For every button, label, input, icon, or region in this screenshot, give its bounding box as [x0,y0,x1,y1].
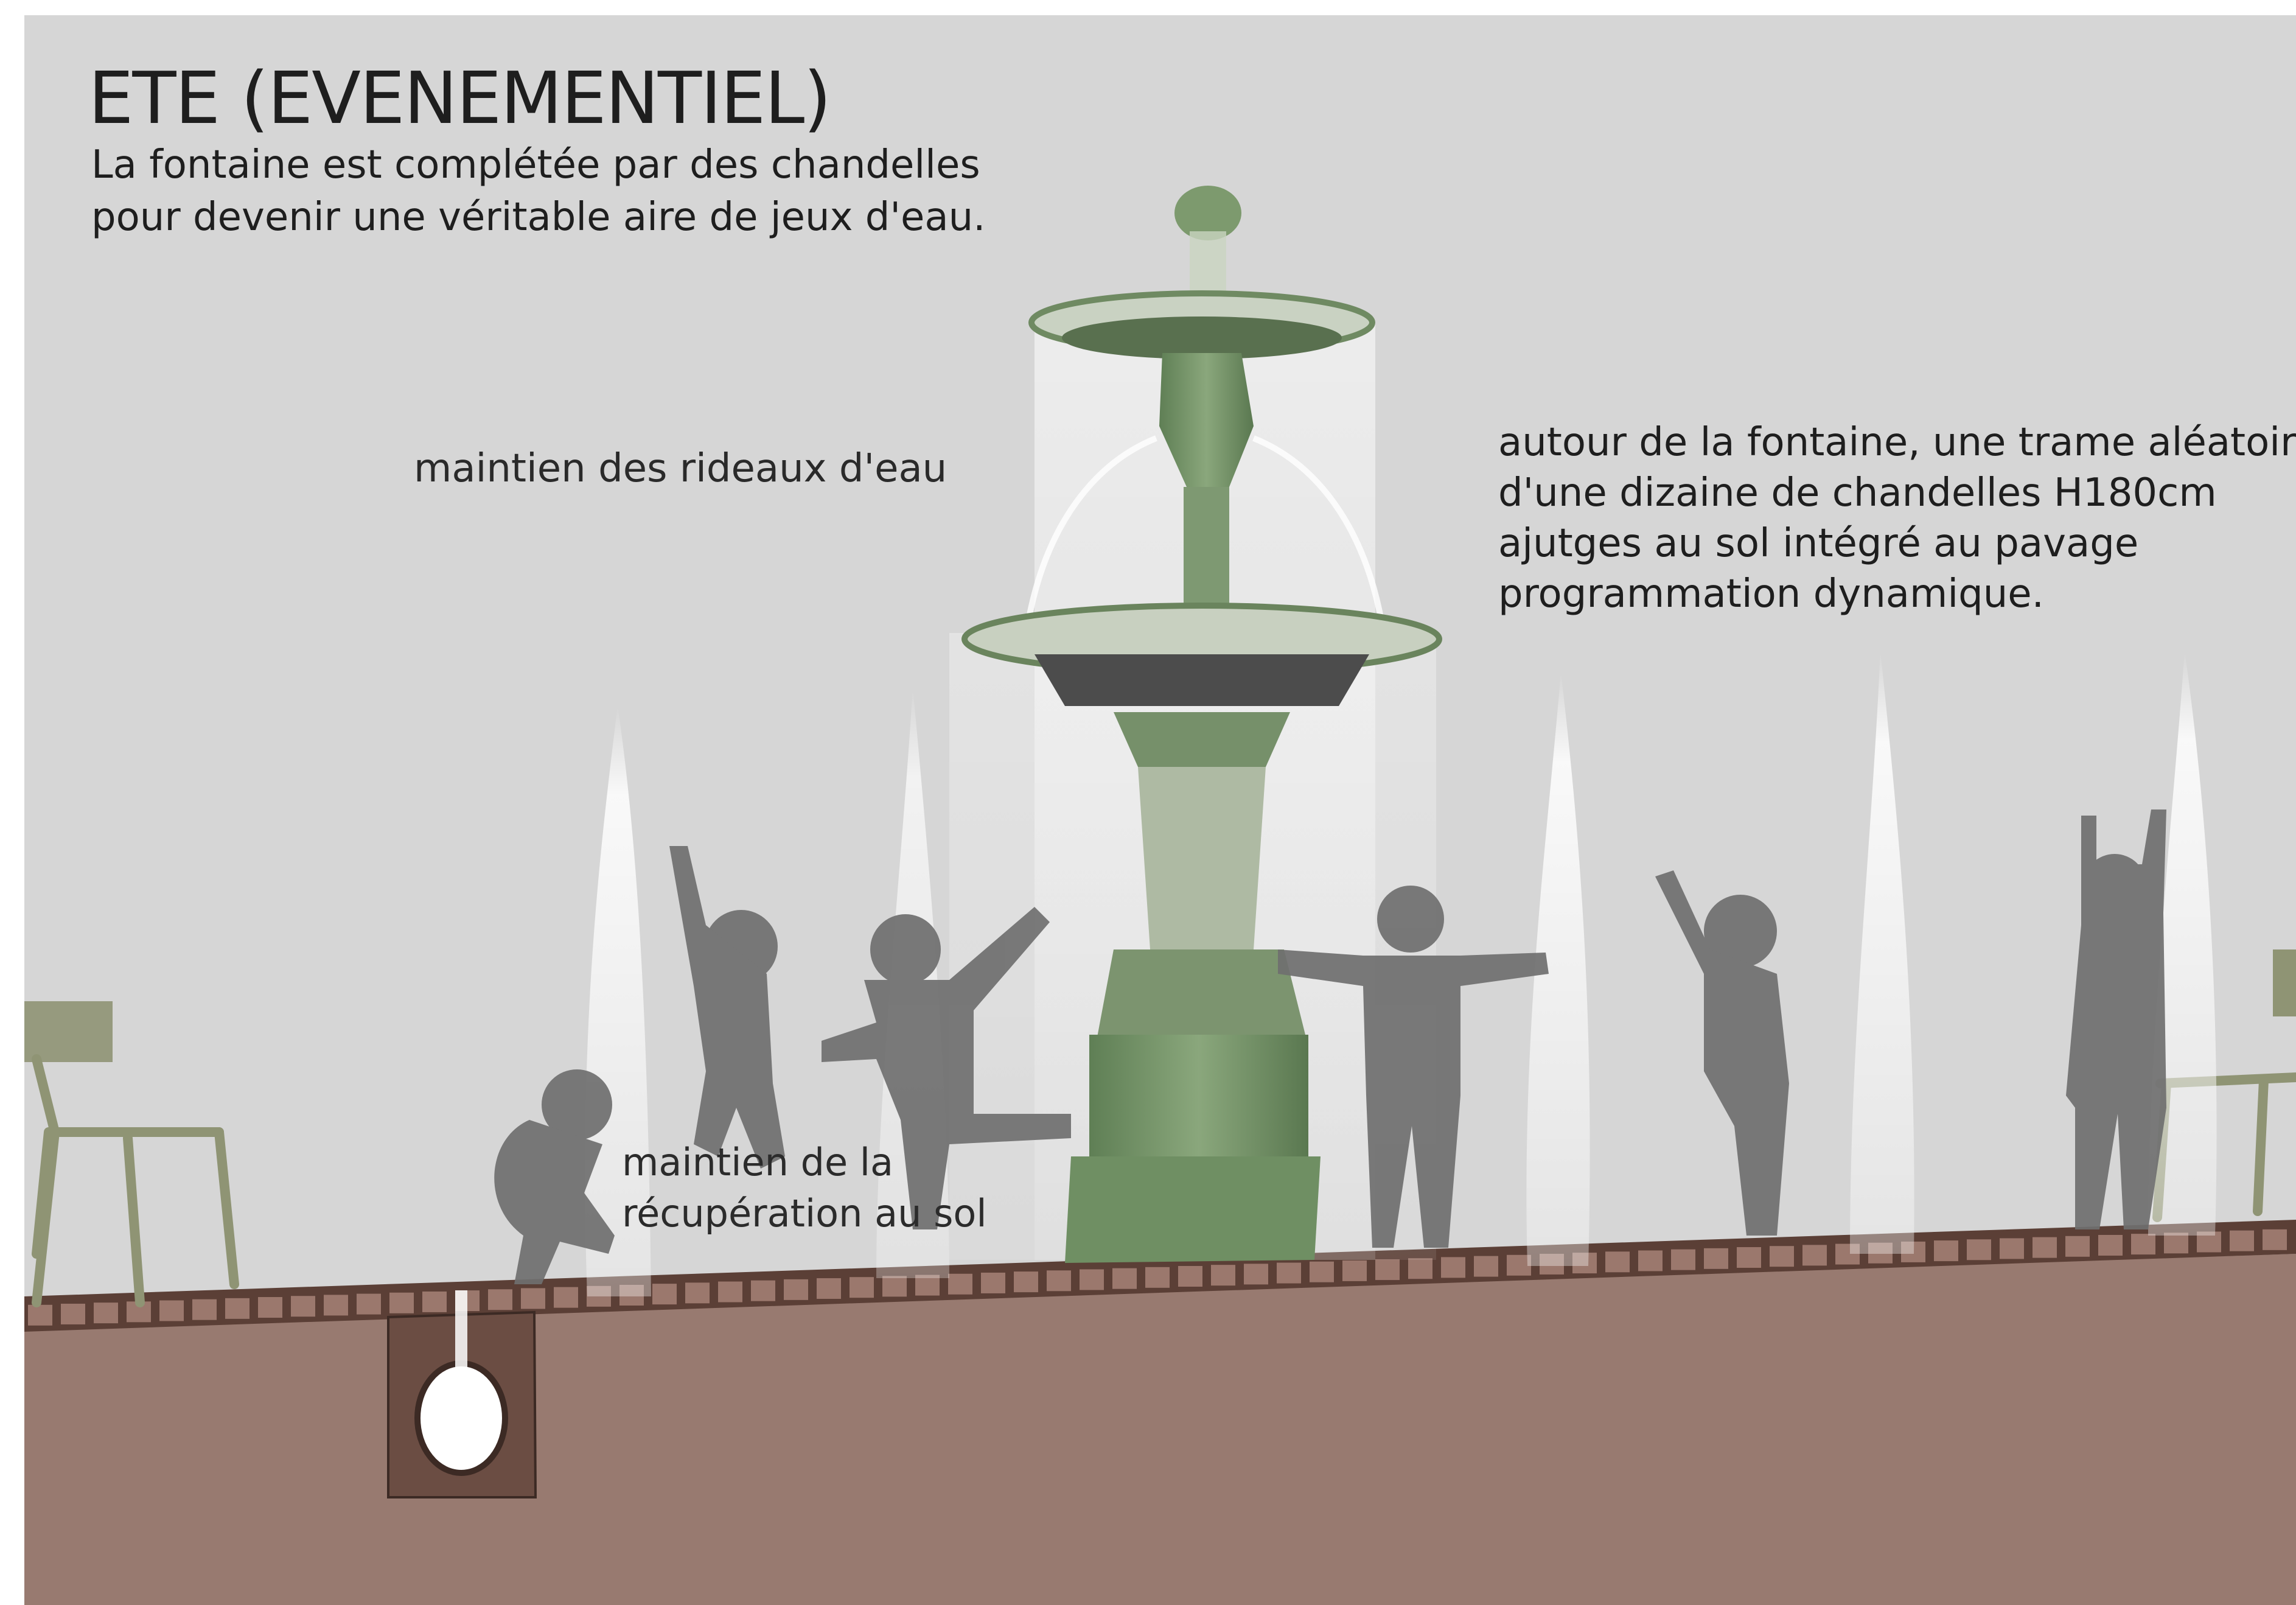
paving-tile [1671,1249,1695,1270]
paving-tile [389,1292,414,1313]
paving-tile [1441,1257,1465,1278]
paving-tile [521,1288,545,1309]
paving-tile [850,1277,874,1298]
annotation-ground-recovery: maintien de la récupération au sol [622,1137,987,1239]
paving-tile [291,1296,315,1317]
paving-tile [1605,1251,1630,1273]
paving-tile [357,1293,381,1315]
paving-tile [882,1276,907,1297]
paving-tile [554,1287,578,1308]
paving-tile [751,1280,775,1301]
paving-tile [817,1278,841,1299]
paving-tile [685,1282,710,1304]
paving-tile [2033,1237,2057,1258]
paving-tile [2098,1234,2123,1256]
paving-tile [1967,1239,1991,1261]
paving-tile [422,1291,447,1312]
paving-tile [784,1279,808,1300]
child-crouching [494,1069,615,1284]
paving-tile [1342,1260,1367,1281]
paving-tile [1375,1259,1400,1281]
page-title: ETE (EVENEMENTIEL) [88,56,831,140]
paving-tile [1802,1245,1827,1266]
paving-tiles [28,1229,2287,1326]
paving-tile [2230,1230,2254,1251]
paving-tile [1112,1268,1137,1289]
annotation-line: maintien de la [622,1140,894,1184]
drainage-pit [387,1290,537,1498]
subtitle-line: La fontaine est complétée par des chande… [91,142,980,187]
paving-tile [2065,1236,2090,1257]
paving-tile [1408,1258,1432,1279]
child-arms-up [2066,809,2166,1229]
paving-tile [2000,1238,2024,1259]
annotation-water-curtains: maintien des rideaux d'eau [414,446,947,491]
paving-tile [225,1298,249,1319]
annotation-line: d'une dizaine de chandelles H180cm [1498,470,2217,516]
paving-tile [258,1297,282,1318]
paving-tile [1310,1261,1334,1282]
chair-left [24,1001,239,1307]
annotation-line: récupération au sol [622,1191,987,1236]
paving-tile [1145,1267,1170,1288]
child-arms-spread [1278,886,1549,1248]
paving-tile [1474,1256,1498,1277]
paving-tile [1080,1269,1104,1290]
children-silhouettes [494,809,2166,1284]
annotation-line: autour de la fontaine, une trame aléatoi… [1498,420,2296,465]
paving-tile [915,1275,940,1296]
annotation-water-jets: autour de la fontaine, une trame aléatoi… [1498,418,2296,620]
annotation-line: ajutges au sol intégré au pavage [1498,521,2139,566]
paving-tile [192,1299,217,1320]
paving-tile [652,1284,677,1305]
paving-tile [61,1303,85,1324]
fountain [961,186,1442,1263]
paving-tile [1507,1254,1531,1276]
paving-tile [1014,1271,1038,1293]
paving-tile [1244,1264,1268,1285]
subtitle: La fontaine est complétée par des chande… [91,139,986,243]
paving-tile [159,1300,184,1321]
paving-tile [94,1303,118,1324]
paving-tile [28,1304,52,1326]
paving-tile [2164,1233,2188,1254]
left-margin [0,0,24,1605]
paving-tile [1211,1265,1235,1286]
paving-tile [1047,1270,1071,1292]
paving-tile [1737,1247,1761,1268]
paving-tile [1178,1266,1202,1287]
paving-tile [488,1289,512,1310]
paving-tile [324,1295,348,1316]
paving-tile [718,1281,742,1303]
top-margin [0,0,2296,15]
annotation-line: programmation dynamique. [1498,572,2044,617]
child-jumping-2 [1655,870,1789,1236]
child-reaching [822,907,1071,1229]
paving-tile [2263,1229,2287,1250]
paving-tile [1638,1250,1663,1271]
paving-tile [981,1272,1005,1293]
paving-tile [1770,1246,1794,1267]
child-jumping-1 [669,846,785,1169]
ground-section [24,1254,2296,1605]
paving-tile [2131,1234,2155,1255]
paving-tile [948,1273,972,1295]
paving-tile [1277,1262,1301,1284]
paving-tile [1934,1240,1958,1262]
paving-tile [1704,1248,1728,1269]
subtitle-line: pour devenir une véritable aire de jeux … [91,195,986,240]
